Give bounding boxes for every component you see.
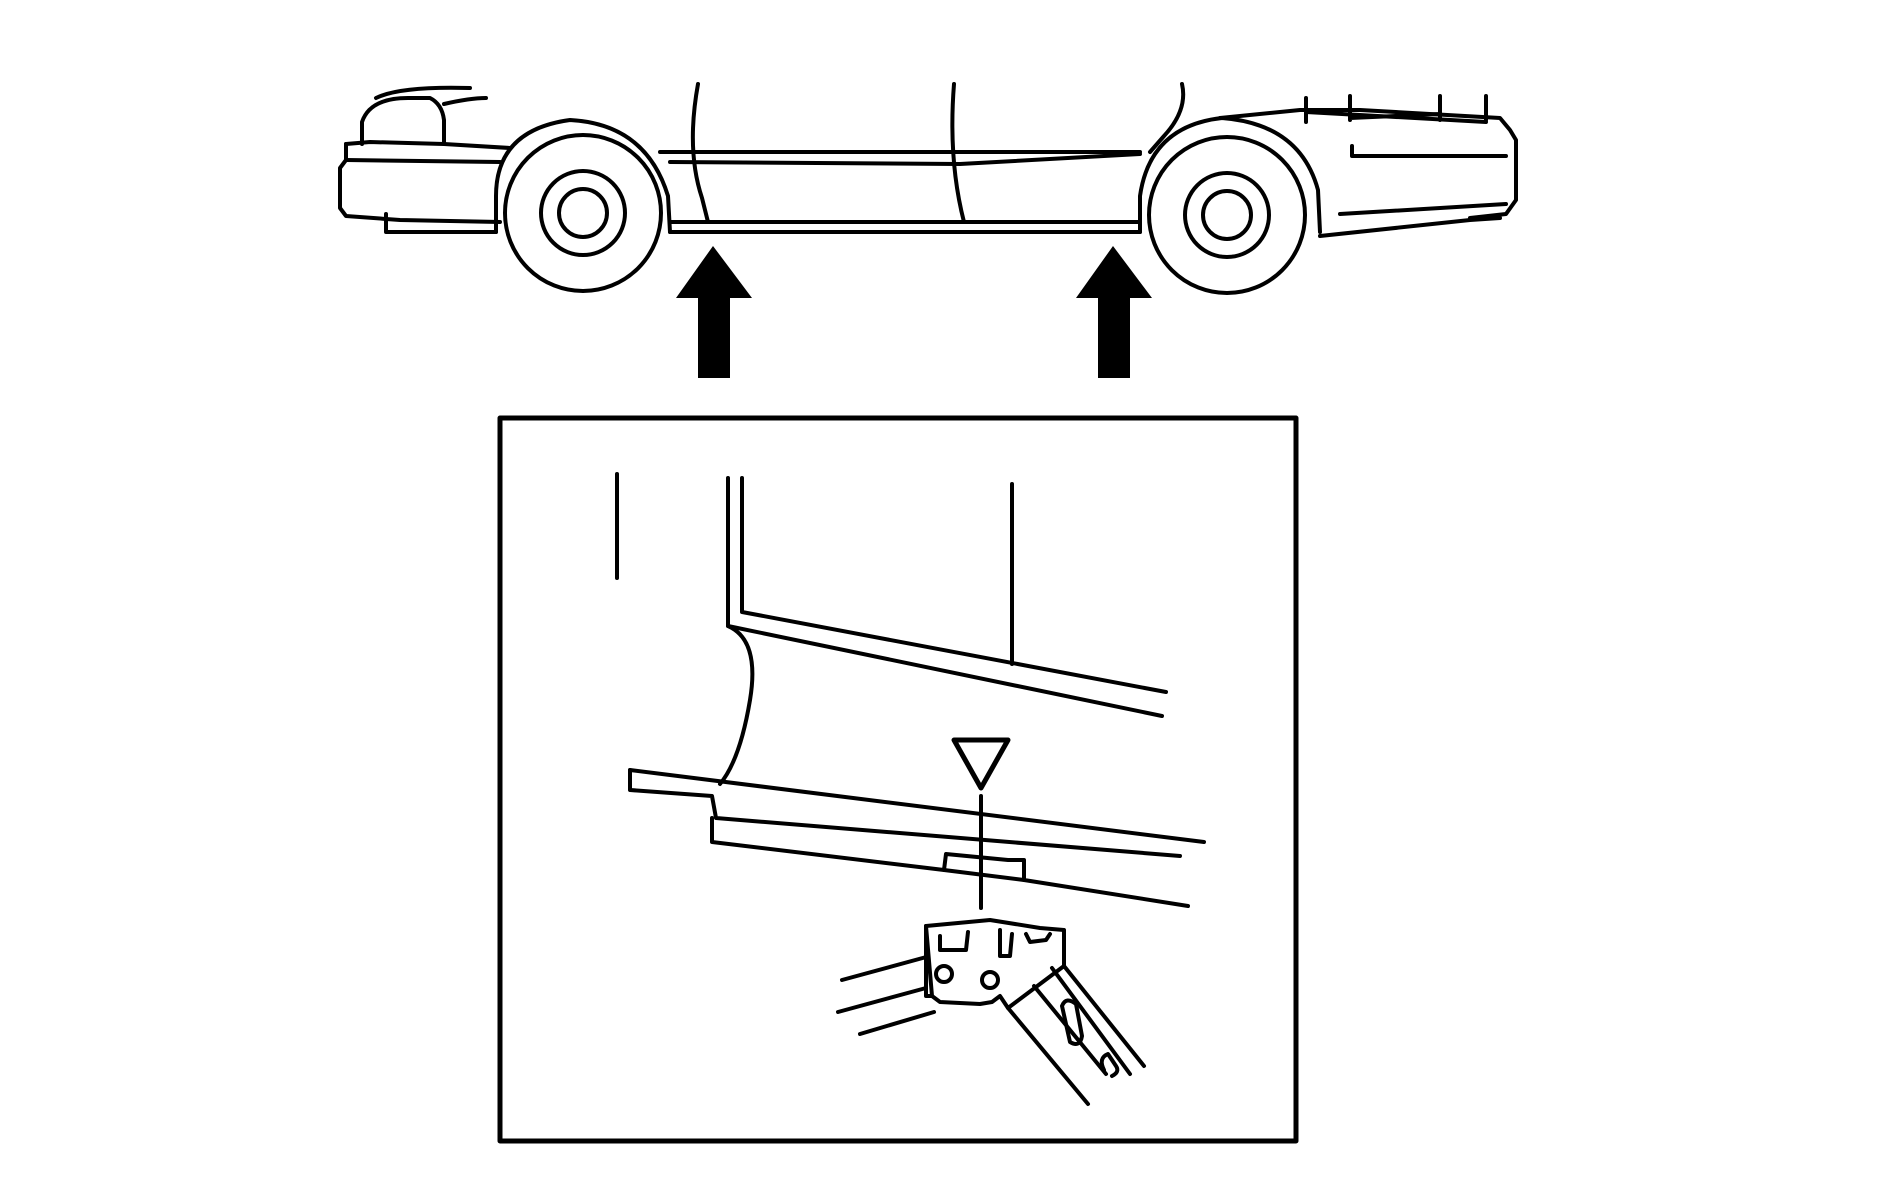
lift-arm-end-clip: [1099, 1052, 1120, 1078]
rear-wheel-arch: [494, 118, 672, 234]
detail-pinch-weld-notch: [942, 868, 1026, 882]
rear-bumper: [338, 142, 502, 224]
lift-arm-left-lower: [836, 986, 928, 1014]
front-door-edge: [950, 82, 966, 224]
lift-pad-hole-right: [980, 970, 1000, 990]
detail-rocker-lower: [710, 816, 1190, 908]
lift-pad: [836, 918, 1146, 1106]
detail-rocker-top: [628, 768, 1206, 844]
lift-arm-right-mid: [1032, 984, 1108, 1076]
lift-arm-slot: [1060, 998, 1084, 1046]
detail-frame: [497, 415, 1299, 1144]
rear-deck-top: [374, 85, 488, 106]
arrow-up-icon: [676, 246, 752, 378]
front-tire: [1147, 135, 1307, 295]
front-lift-point-arrow: [676, 246, 752, 378]
front-bumper-lower: [1318, 216, 1502, 238]
front-rim: [1183, 171, 1271, 259]
lift-arm-right-edge: [1050, 966, 1132, 1076]
rear-body-line-2: [344, 158, 502, 164]
front-pillar: [1148, 82, 1186, 154]
rear-tire: [503, 133, 663, 293]
lift-pad-top-notch: [938, 928, 1052, 958]
detail-door-inner: [740, 476, 1168, 694]
lift-arm-left-upper: [840, 954, 932, 982]
front-hub: [1201, 189, 1253, 241]
lift-arm-right-outer: [1062, 964, 1146, 1068]
rocker-beltline: [668, 152, 1142, 166]
detail-door-bottom: [726, 624, 1164, 718]
front-fascia: [1338, 144, 1508, 216]
detail-door-outer: [718, 476, 755, 786]
hood-top: [1218, 108, 1518, 220]
lift-pad-hole-left: [934, 964, 954, 984]
lift-arm-right-inner: [1006, 1006, 1090, 1106]
lift-pad-side: [924, 924, 934, 998]
vehicle-side-view: [338, 82, 1518, 295]
rear-lamp: [360, 96, 446, 146]
triangle-down-icon: [951, 737, 1011, 791]
rear-body-line: [344, 140, 512, 150]
detail-rocker-flange: [628, 768, 1182, 858]
arrow-up-icon: [1076, 246, 1152, 378]
rear-rim: [539, 169, 627, 257]
lift-arm-left-bottom: [858, 1010, 936, 1036]
rear-lift-point-arrow: [1076, 246, 1152, 378]
rear-lower-sill: [384, 212, 498, 234]
rear-door-edge: [690, 82, 710, 224]
front-grille-ticks: [1304, 94, 1488, 124]
detail-view: [497, 415, 1299, 1144]
rear-hub: [557, 187, 609, 239]
